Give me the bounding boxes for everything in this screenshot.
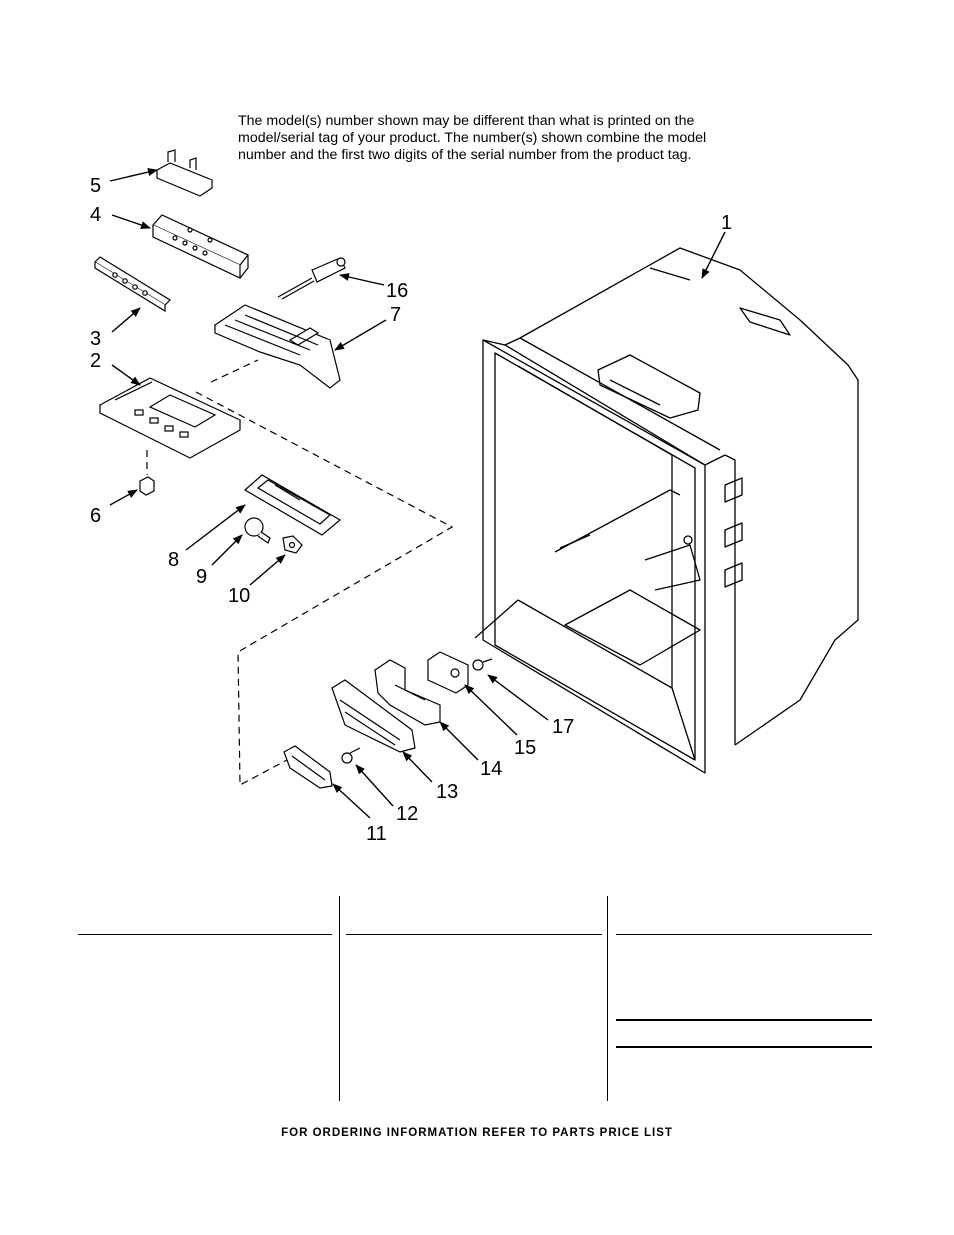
callout-13: 13 [436,781,458,803]
part-9-bulb [244,517,271,544]
callout-6: 6 [90,505,101,527]
part-6-switch [139,476,155,496]
table-divider-2 [607,896,608,1101]
callout-15: 15 [514,737,536,759]
notice-line-2: model/serial tag of your product. The nu… [238,130,707,146]
callout-10: 10 [228,585,250,607]
table-header-rule-3 [616,934,872,935]
leader-arrows [109,168,726,819]
callout-8: 8 [168,549,179,571]
callout-7: 7 [390,304,401,326]
callout-16: 16 [386,280,408,302]
part-15-switch [427,651,469,694]
part-3-overlay-strip [94,256,171,313]
part-14-actuator [374,659,441,726]
callout-5: 5 [90,175,101,197]
part-5-bracket [155,149,214,197]
part-8-light-housing [243,474,342,536]
table-divider-1 [339,896,340,1101]
notice-line-1: The model(s) number shown may be differe… [238,113,695,129]
part-13-dispenser-housing [331,679,416,753]
callout-3: 3 [90,328,101,350]
part-17-screw [472,658,493,671]
callout-11: 11 [366,823,387,845]
callout-4: 4 [90,204,101,226]
callout-17: 17 [552,716,574,738]
callout-9: 9 [196,566,207,588]
part-7-diffuser [213,304,341,389]
part-12-screw [341,747,361,764]
callout-14: 14 [480,758,502,780]
part-11-paddle [283,745,333,789]
table-rule-5 [616,1046,872,1048]
part-10-socket [282,535,303,554]
part-2-control-housing [98,377,242,459]
callout-2: 2 [90,350,101,372]
callout-labels: 1 2 3 4 5 6 7 8 9 10 11 12 13 14 15 16 1… [90,175,732,845]
table-rule-4 [616,1019,872,1021]
part-16-sensor [277,257,346,300]
callout-12: 12 [396,803,418,825]
ordering-info-footer: FOR ORDERING INFORMATION REFER TO PARTS … [281,1127,673,1139]
part-4-control-bracket [152,214,249,279]
assembly-dashed-outline [146,359,454,786]
notice-line-3: number and the first two digits of the s… [238,147,692,163]
callout-1: 1 [721,212,732,234]
table-header-rule-2 [346,934,602,935]
part-1-liner [474,247,859,774]
table-header-rule-1 [78,934,332,935]
model-number-notice: The model(s) number shown may be differe… [238,113,758,164]
